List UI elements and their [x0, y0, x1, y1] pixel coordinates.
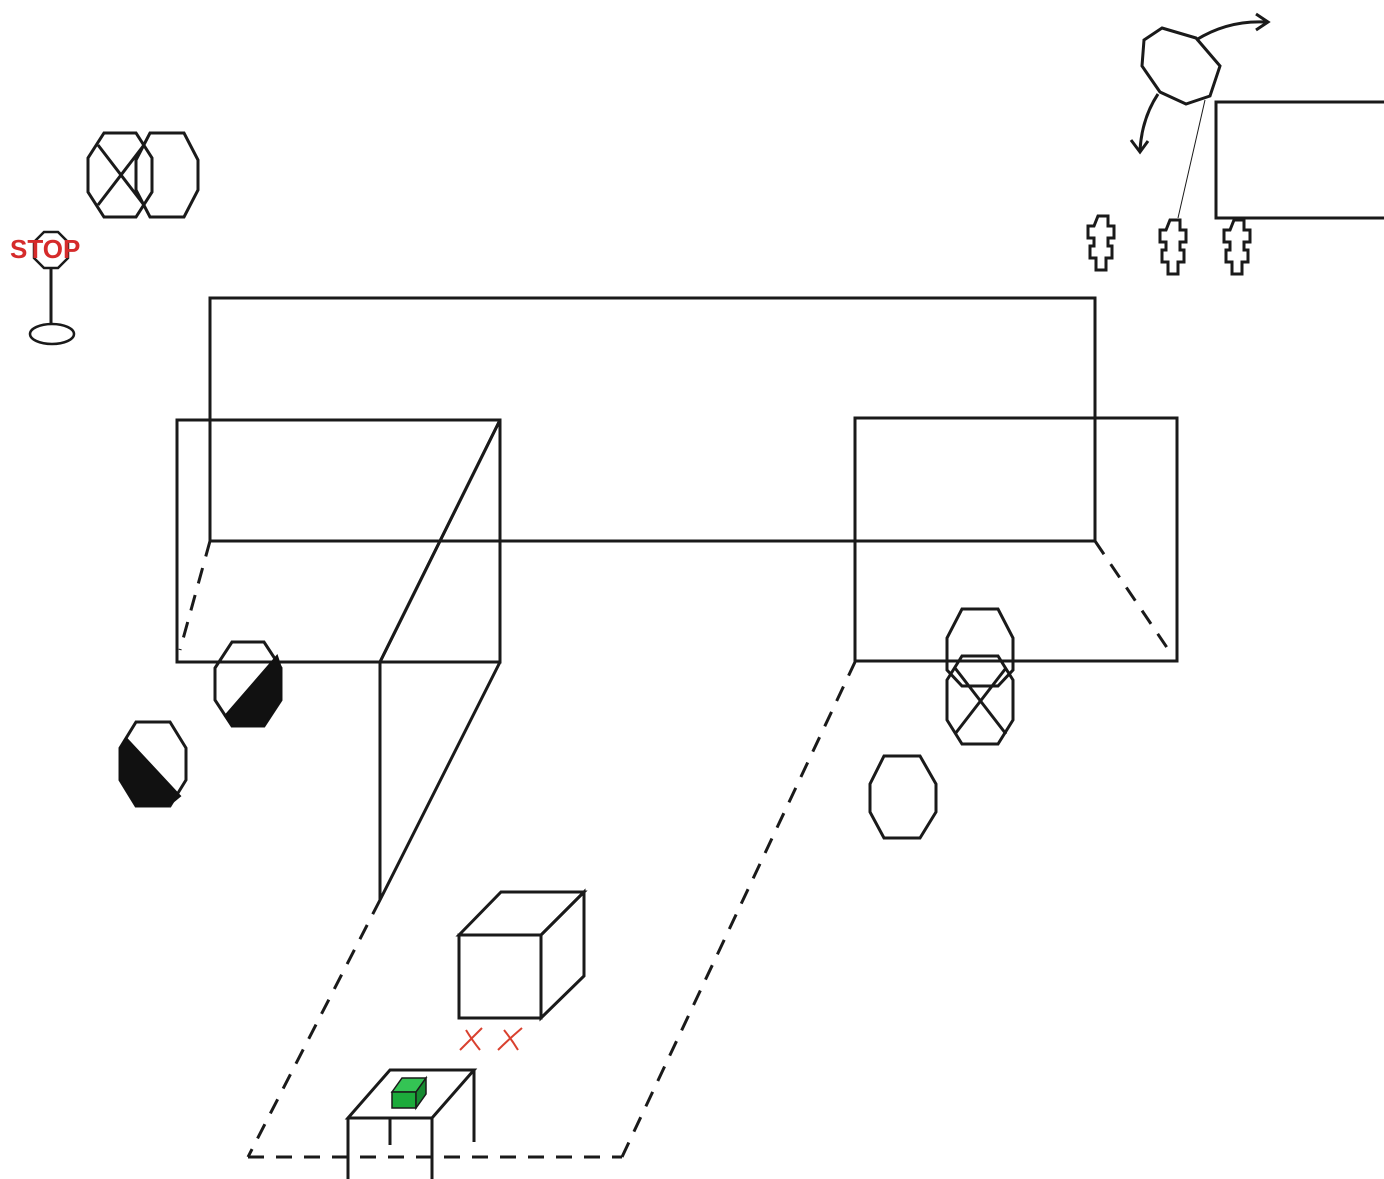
left-partition: [175, 298, 502, 901]
person-head-icon: [118, 720, 188, 808]
floor-x-mark-icon: [459, 1027, 483, 1051]
standing-figures: [1086, 214, 1252, 276]
top-left-heads: [86, 131, 200, 219]
standing-figure-icon: [1222, 218, 1252, 276]
cardboard-box-icon: [455, 888, 588, 1022]
walkway-outline: [246, 661, 857, 1159]
floor-x-marks: [459, 1027, 523, 1051]
device-side: [415, 1075, 427, 1111]
standing-figure-icon: [1158, 218, 1188, 276]
left-persons: [118, 640, 283, 808]
person-head-icon: [134, 131, 200, 219]
person-head-icon: [1140, 26, 1222, 106]
box-side: [539, 888, 586, 1022]
floor-x-mark-icon: [497, 1027, 523, 1051]
table-with-device-icon: [344, 1068, 478, 1179]
device-front: [391, 1091, 417, 1109]
person-back-of-head-icon: [86, 131, 154, 219]
stop-sign-label: STOP: [10, 234, 80, 264]
right-partition: [853, 298, 1179, 663]
left-panel-pale-slant: [378, 419, 502, 901]
person-back-of-head-icon: [945, 654, 1015, 746]
top-right-panel: [1214, 100, 1384, 220]
person-head-icon: [945, 607, 1015, 688]
turning-arrow-icon: [1195, 20, 1267, 42]
stop-sign-icon: STOP: [10, 230, 80, 346]
turning-arrow-icon: [1138, 93, 1160, 151]
box-front: [457, 933, 543, 1020]
rotating-person: [1129, 12, 1271, 219]
person-head-icon: [213, 640, 283, 728]
right-persons: [868, 607, 1015, 840]
standing-figure-icon: [1086, 214, 1116, 272]
person-head-icon: [868, 754, 938, 840]
box-top: [455, 890, 588, 937]
